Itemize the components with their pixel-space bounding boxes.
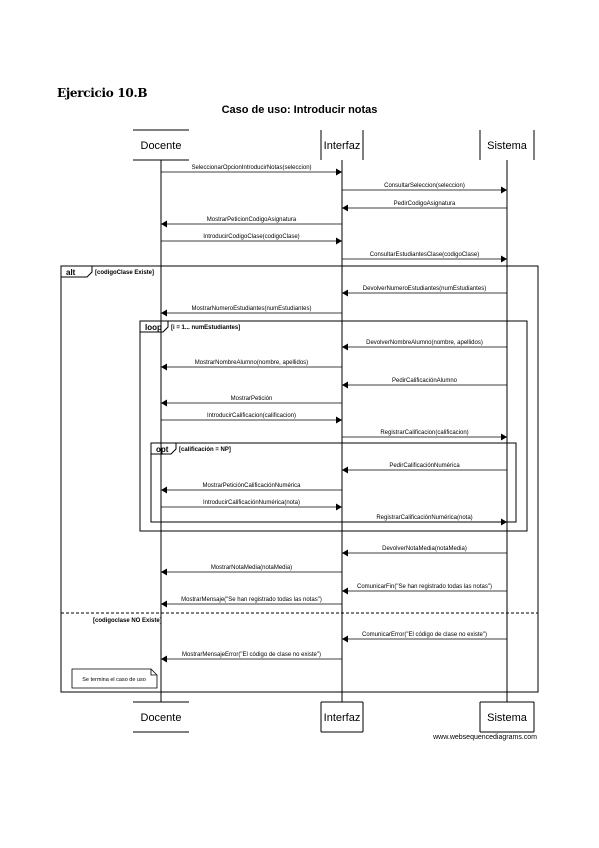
message-label: IntroducirCalificaciónNumérica(nota) bbox=[203, 500, 300, 506]
message-label: IntroducirCalificacion(calificacion) bbox=[207, 413, 296, 419]
note-text: Se termina el caso de uso bbox=[82, 677, 146, 683]
message: DevolverNotaMedia(notaMedia) bbox=[342, 546, 507, 557]
end-note: Se termina el caso de uso bbox=[71, 668, 158, 689]
message-label: ConsultarEstudiantesClase(codigoClase) bbox=[370, 252, 479, 258]
message-label: RegistrarCalificaciónNumérica(nota) bbox=[376, 515, 472, 521]
message: ConsultarSeleccion(seleccion) bbox=[342, 183, 507, 194]
message-label: ComunicarError("El código de clase no ex… bbox=[362, 632, 487, 638]
message: MostrarPeticionCodigoAsignatura bbox=[161, 217, 342, 228]
participant-label: Interfaz bbox=[324, 140, 361, 152]
message-label: PedirCalificaciónNumérica bbox=[389, 463, 460, 469]
message-label: IntroducirCodigoClase(codigoClase) bbox=[203, 234, 299, 240]
participant-foot: Sistema bbox=[479, 701, 535, 733]
message: ConsultarEstudiantesClase(codigoClase) bbox=[342, 252, 507, 263]
message: SeleccionarOpcionIntroducirNotas(selecci… bbox=[161, 165, 342, 176]
message-label: MostrarNotaMedia(notaMedia) bbox=[211, 565, 292, 571]
message: ComunicarError("El código de clase no ex… bbox=[342, 632, 507, 643]
message: MostrarNumeroEstudiantes(numEstudiantes) bbox=[161, 306, 342, 317]
message: DevolverNumeroEstudiantes(numEstudiantes… bbox=[342, 286, 507, 297]
message-label: MostrarNumeroEstudiantes(numEstudiantes) bbox=[191, 306, 311, 312]
fragment-guard: [codigoClase Existe] bbox=[95, 270, 154, 276]
fragment-guard: [i = 1... numEstudiantes] bbox=[171, 325, 240, 331]
participant-head: Docente bbox=[133, 129, 189, 161]
participant-label: Sistema bbox=[487, 712, 528, 724]
message: MostrarPeticiónCalificaciónNumérica bbox=[161, 483, 342, 494]
participant-label: Docente bbox=[141, 140, 182, 152]
participant-label: Docente bbox=[141, 712, 182, 724]
message: IntroducirCodigoClase(codigoClase) bbox=[161, 234, 342, 245]
message-label: PedirCodigoAsignatura bbox=[394, 201, 456, 207]
participant-head: Interfaz bbox=[320, 130, 364, 160]
message-label: PedirCalificaciónAlumno bbox=[392, 378, 458, 384]
message: MostrarNombreAlumno(nombre, apellidos) bbox=[161, 360, 342, 371]
message: PedirCodigoAsignatura bbox=[342, 201, 507, 212]
exercise-heading: Ejercicio 10.B bbox=[57, 86, 148, 100]
message: ComunicarFin("Se han registrado todas la… bbox=[342, 584, 507, 595]
credit-text: www.websequencediagrams.com bbox=[433, 734, 537, 741]
message: MostrarNotaMedia(notaMedia) bbox=[161, 565, 342, 576]
message: MostrarMensajeError("El código de clase … bbox=[161, 652, 342, 663]
fragment-keyword: loop bbox=[145, 323, 162, 332]
message: PedirCalificaciónNumérica bbox=[342, 463, 507, 474]
message-label: ComunicarFin("Se han registrado todas la… bbox=[357, 584, 492, 590]
message: IntroducirCalificacion(calificacion) bbox=[161, 413, 342, 424]
message-label: ConsultarSeleccion(seleccion) bbox=[384, 183, 465, 189]
fragment-keyword: alt bbox=[66, 268, 76, 277]
message-label: MostrarPeticiónCalificaciónNumérica bbox=[202, 483, 301, 489]
message: PedirCalificaciónAlumno bbox=[342, 378, 507, 389]
participant-head: Sistema bbox=[479, 130, 535, 160]
fragment-else-guard: [codigoclase NO Existe] bbox=[93, 618, 162, 624]
diagram-title: Caso de uso: Introducir notas bbox=[221, 104, 378, 116]
message-label: DevolverNumeroEstudiantes(numEstudiantes… bbox=[363, 286, 486, 292]
participant-foot: Docente bbox=[133, 701, 189, 733]
opt-fragment: opt [calificación = NP] bbox=[150, 442, 517, 523]
message: IntroducirCalificaciónNumérica(nota) bbox=[161, 500, 342, 511]
fragment-guard: [calificación = NP] bbox=[179, 447, 231, 453]
message-label: DevolverNotaMedia(notaMedia) bbox=[382, 546, 467, 552]
participant-foot: Interfaz bbox=[320, 701, 364, 733]
message-label: MostrarPeticionCodigoAsignatura bbox=[207, 217, 297, 223]
message-label: RegistrarCalificacion(calificacion) bbox=[380, 430, 468, 436]
message-label: MostrarNombreAlumno(nombre, apellidos) bbox=[195, 360, 308, 366]
message-label: SeleccionarOpcionIntroducirNotas(selecci… bbox=[191, 165, 311, 171]
message: MostrarPetición bbox=[161, 396, 342, 407]
message-label: MostrarMensaje("Se han registrado todas … bbox=[181, 597, 322, 603]
participant-label: Interfaz bbox=[324, 712, 361, 724]
message-label: MostrarPetición bbox=[231, 396, 273, 402]
loop-fragment: loop [i = 1... numEstudiantes] bbox=[139, 320, 528, 532]
message: RegistrarCalificacion(calificacion) bbox=[342, 430, 507, 441]
message: MostrarMensaje("Se han registrado todas … bbox=[161, 597, 342, 608]
message: DevolverNombreAlumno(nombre, apellidos) bbox=[342, 340, 507, 351]
message-label: MostrarMensajeError("El código de clase … bbox=[182, 652, 321, 658]
participant-label: Sistema bbox=[487, 140, 528, 152]
fragment-keyword: opt bbox=[156, 445, 169, 454]
alt-fragment: alt [codigoClase Existe] [codigoclase NO E… bbox=[60, 265, 539, 693]
message: RegistrarCalificaciónNumérica(nota) bbox=[342, 515, 507, 526]
message-label: DevolverNombreAlumno(nombre, apellidos) bbox=[366, 340, 483, 346]
